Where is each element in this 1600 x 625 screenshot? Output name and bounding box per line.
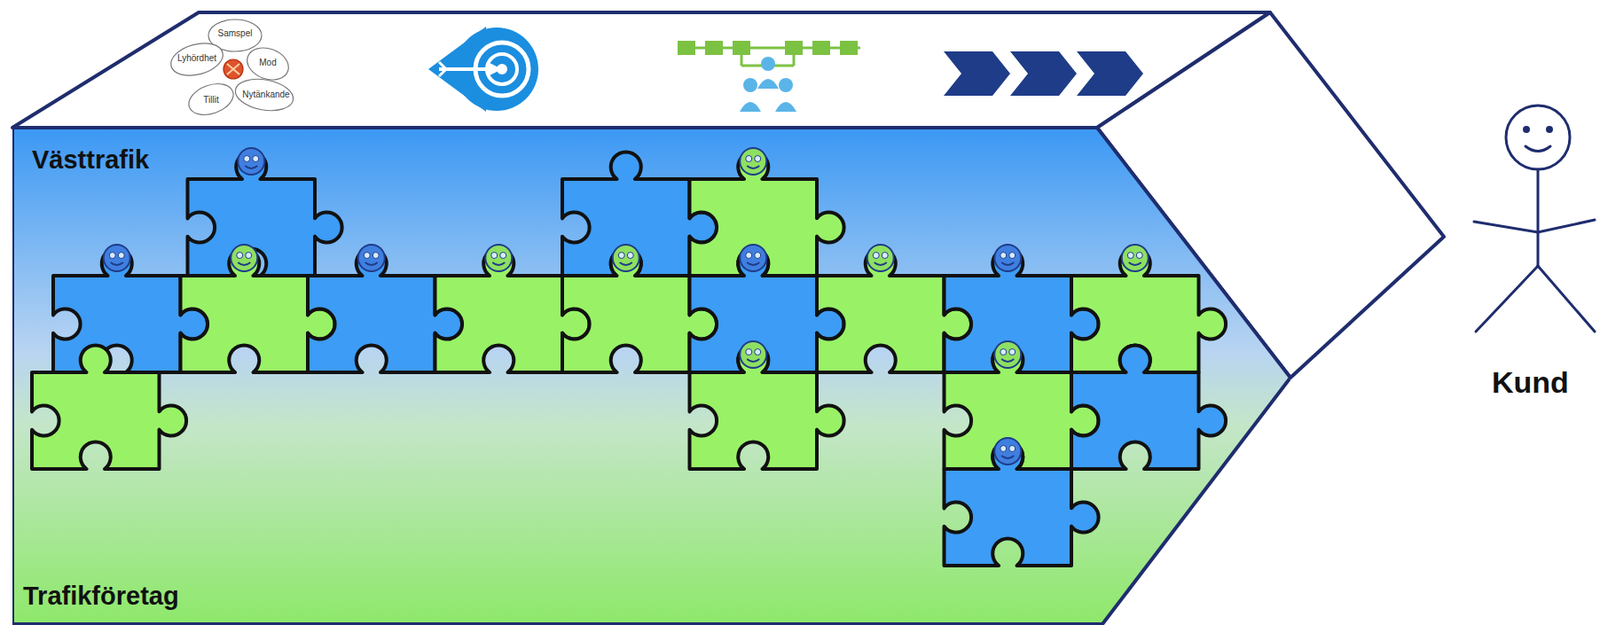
smiley-face [237,148,265,175]
puzzle-piece [690,151,845,276]
smiley-face [485,244,512,272]
value-label: Nytänkande [242,90,290,100]
value-label: Tillit [203,95,219,105]
smiley-face [103,244,131,272]
value-label: Mod [258,58,276,68]
smiley-face [994,438,1021,465]
puzzle-piece [31,345,187,470]
value-label: Samspel [218,29,253,39]
smiley-face [739,341,767,369]
puzzle-piece [1071,345,1226,470]
smiley-face [358,244,385,272]
smiley-face [994,341,1021,369]
smiley-face [612,244,640,272]
top-face [12,12,1271,128]
smiley-face [230,244,258,272]
smiley-face [867,244,895,272]
smiley-face [739,244,767,272]
process-chevrons [943,51,1144,96]
target-icon [428,26,539,112]
smiley-face [739,148,767,175]
org-label: Västtrafik [31,145,150,175]
puzzle-piece [188,151,343,276]
customer-figure [1474,105,1595,332]
customer-label: Kund [1491,365,1569,400]
smiley-face [994,244,1021,272]
values-flower [167,19,297,121]
smiley-face [1121,244,1149,272]
value-label: Lyhördhet [177,54,217,63]
puzzle-piece [944,441,1099,566]
puzzle-piece [690,345,845,470]
org-label: Trafikföretag [23,581,180,612]
org-chart-icon [677,40,861,112]
front-face-shape [12,127,1291,625]
